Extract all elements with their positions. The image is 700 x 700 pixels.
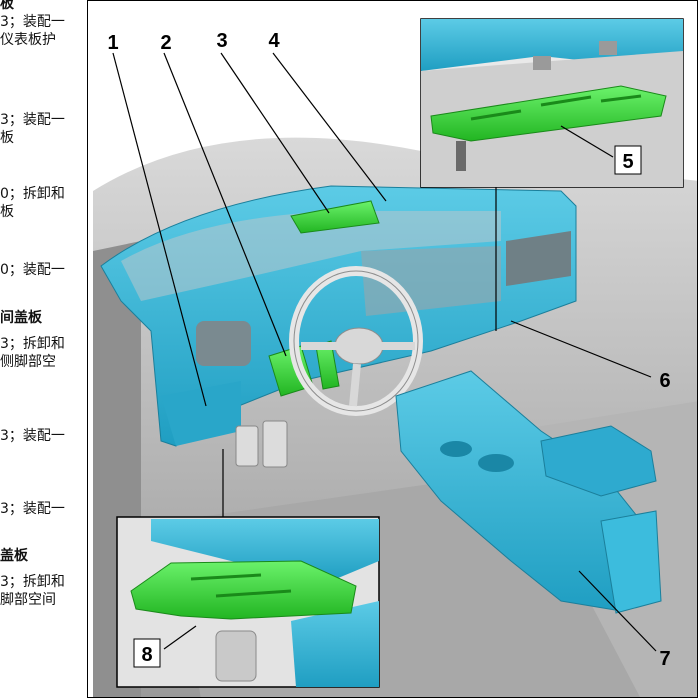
callout-3: 3	[216, 30, 227, 52]
fastener	[456, 141, 466, 171]
side-text-line: 仪表板护	[0, 32, 56, 48]
pedal	[235, 425, 259, 467]
inset-detail-bottom	[116, 516, 380, 688]
side-text-line: 0；拆卸和	[0, 186, 65, 202]
side-text-column: 板 3；装配一 仪表板护 3；装配一 板 0；拆卸和 板 0；装配一 间盖板 3…	[0, 0, 82, 700]
side-text-line: 脚部空间	[0, 592, 56, 608]
callout-4: 4	[268, 30, 280, 52]
dash-display	[361, 246, 501, 316]
green-footwell-cover	[130, 560, 357, 620]
callout-1: 1	[107, 32, 118, 54]
leader-lines	[112, 52, 657, 652]
side-text-line: 3；装配一	[0, 14, 65, 30]
air-vent-right	[506, 231, 571, 286]
pedal	[262, 420, 288, 468]
inset-detail-top	[420, 18, 684, 188]
side-text-line: 3；拆卸和	[0, 336, 65, 352]
side-text-line: 3；拆卸和	[0, 574, 65, 590]
callout-6: 6	[659, 370, 670, 392]
side-text-line: 3；装配一	[0, 428, 65, 444]
side-text-line: 板	[0, 204, 14, 220]
side-text-line: 板	[0, 130, 14, 146]
diagram-frame: 1 2 3 4 5 6 7 8	[87, 0, 698, 698]
air-vent-left	[196, 321, 251, 366]
green-cover-top	[290, 200, 380, 234]
side-text-heading: 间盖板	[0, 310, 42, 326]
callout-7: 7	[659, 648, 670, 670]
armrest	[540, 425, 657, 497]
dash-trim	[121, 211, 501, 301]
console-rear-face	[600, 510, 662, 614]
side-text-line: 0；装配一	[0, 262, 65, 278]
dashboard-illustration: 1 2 3 4 5 6 7 8	[88, 1, 697, 697]
callout-2: 2	[160, 32, 171, 54]
steering-wheel-hub	[334, 327, 384, 365]
callout-5: 5	[622, 151, 633, 173]
side-text-line: 3；装配一	[0, 501, 65, 517]
side-text-line: 侧脚部空	[0, 354, 56, 370]
side-text-heading: 盖板	[0, 548, 28, 564]
side-text-line: 3；装配一	[0, 112, 65, 128]
lower-dash-left	[161, 381, 241, 446]
callout-8: 8	[141, 644, 152, 666]
side-text-line: 板	[0, 0, 14, 12]
